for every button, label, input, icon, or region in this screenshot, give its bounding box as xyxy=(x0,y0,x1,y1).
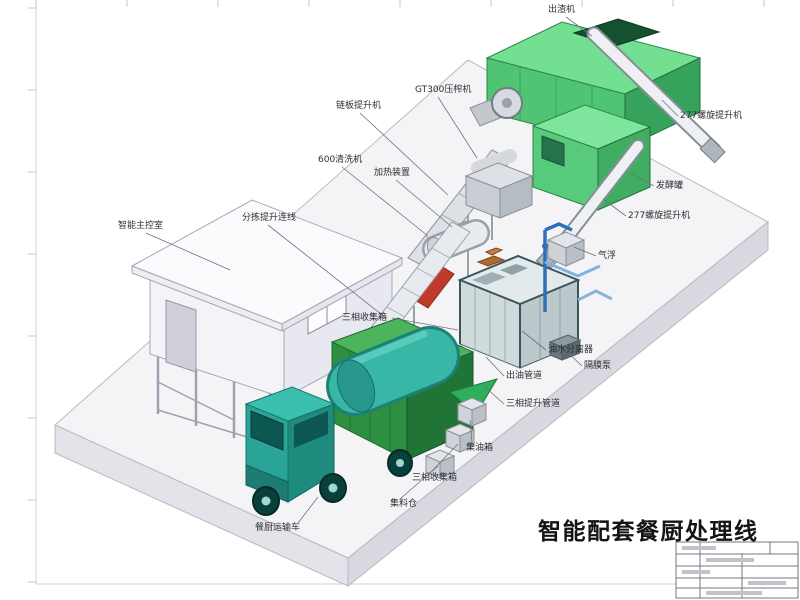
separator-tank-unit xyxy=(446,222,613,373)
air-flotation-unit xyxy=(546,231,586,267)
blue-piping xyxy=(542,222,613,312)
press-machine xyxy=(464,149,534,219)
truck-tank xyxy=(326,326,460,416)
feed-hopper xyxy=(476,255,506,267)
truck-cab xyxy=(244,386,336,503)
transport-truck xyxy=(244,317,475,516)
title-block xyxy=(675,541,799,599)
drawing-title: 智能配套餐厨处理线 xyxy=(538,519,759,545)
oil-collection-tank xyxy=(456,397,488,427)
tank-access-panel xyxy=(541,135,565,167)
screw-conveyor-top xyxy=(586,26,726,164)
material-bin xyxy=(424,449,456,479)
building-door xyxy=(165,299,197,373)
three-phase-collection-box xyxy=(444,423,476,453)
drawing-frame xyxy=(28,0,765,585)
